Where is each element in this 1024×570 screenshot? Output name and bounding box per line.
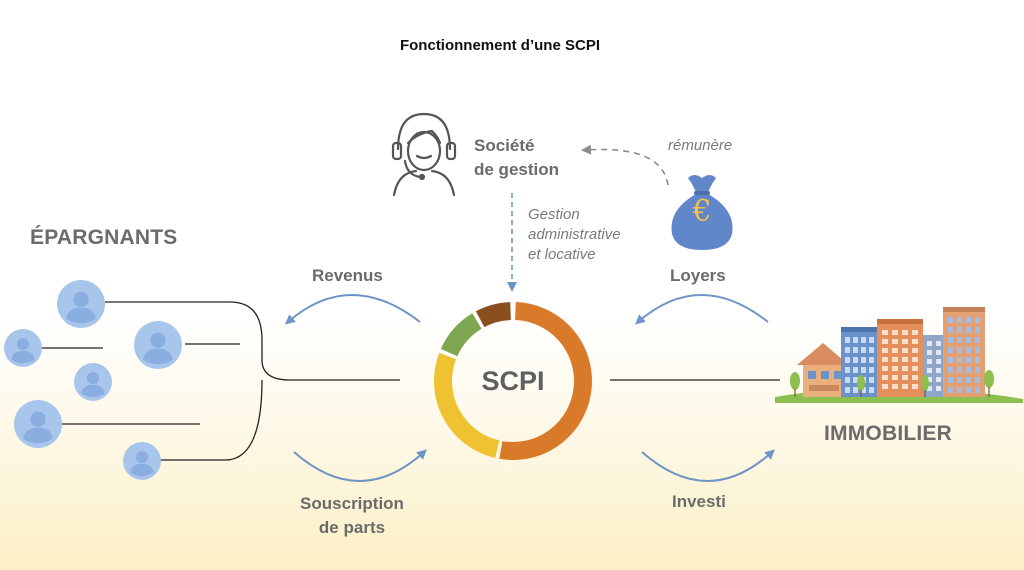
donut-segment-yellow [434,352,500,458]
loyers-arrow [634,294,769,325]
souscription-arrow [293,449,427,482]
savers-group [4,280,182,480]
donut-segment-green [440,313,482,357]
investi-arrow [641,449,775,482]
person-icon [74,363,112,401]
gestion-label-line2: administrative [528,226,621,243]
scpi-center-label: SCPI [481,366,545,396]
revenus-label: Revenus [312,266,383,285]
remunere-dashed-arrow [581,144,669,186]
manager-label-line1: Société [474,136,535,155]
souscription-label-line1: Souscription [300,494,404,513]
investi-label: Investi [672,492,726,511]
souscription-label-line2: de parts [318,518,386,537]
page-title: Fonctionnement d’une SCPI [399,37,600,54]
orange-tower [877,319,923,397]
scpi-donut-ring [434,302,592,460]
money-bag-icon [671,175,733,250]
donut-segment-brown [475,302,512,328]
buildings-icon [775,307,1023,403]
person-icon [134,321,182,369]
house-building [797,343,849,397]
person-icon [14,400,62,448]
manager-label-line2: de gestion [474,160,560,179]
souscription-label: Souscription de parts [282,492,422,540]
immobilier-label: IMMOBILIER [824,422,952,445]
person-icon [4,329,42,367]
loyers-label: Loyers [670,266,726,285]
manager-label: Société de gestion [474,134,559,182]
epargnants-label: ÉPARGNANTS [30,226,178,249]
tall-tower [943,307,985,397]
remunere-label: rémunère [668,137,733,154]
gestion-label: Gestion administrative et locative [528,205,621,265]
euro-symbol: € [692,194,712,229]
revenus-arrow [284,294,421,325]
person-icon [123,442,161,480]
gestion-label-line3: et locative [528,246,596,263]
gestion-label-line1: Gestion [528,206,580,223]
donut-segment-orange [499,302,592,460]
headset-person-icon [391,112,457,197]
flow-arrows [284,294,775,482]
trees [790,370,994,391]
savers-connector-lines [40,301,780,461]
person-icon [57,280,105,328]
